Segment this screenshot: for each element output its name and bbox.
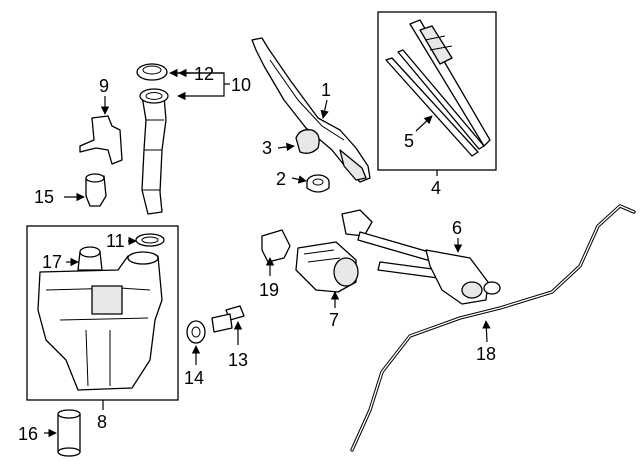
- washer-pump: [57, 409, 81, 457]
- wiper-arm: [251, 37, 371, 183]
- callout-13: 13: [228, 350, 248, 370]
- callout-4: 4: [431, 178, 441, 198]
- filler-cap: [136, 63, 168, 81]
- level-sensor: [85, 173, 107, 207]
- leader-lines: [44, 68, 491, 438]
- callout-9: 9: [99, 76, 109, 96]
- callout-2: 2: [276, 169, 286, 189]
- reservoir-grommet-11: [135, 233, 165, 247]
- callout-19: 19: [259, 280, 279, 300]
- callout-11: 11: [106, 231, 125, 251]
- callout-15: 15: [34, 187, 54, 207]
- callout-7: 7: [329, 310, 339, 330]
- pivot-cap: [295, 129, 320, 154]
- bracket: [79, 115, 123, 165]
- callout-6: 6: [452, 218, 462, 238]
- wiper-blade-assembly: [409, 19, 491, 147]
- bolt-13: [211, 305, 245, 333]
- wiper-blade-refill: [385, 49, 485, 157]
- harness-connector: [261, 229, 291, 263]
- callout-12: 12: [194, 64, 214, 84]
- wiper-linkage: [341, 209, 501, 305]
- callout-14: 14: [184, 368, 204, 388]
- callout-labels: 1 2 3 4 5 6 7 8 9 10 11 12 13 14 15 16 1…: [18, 64, 496, 444]
- callout-5: 5: [404, 131, 414, 151]
- callout-16: 16: [18, 424, 38, 444]
- filler-neck: [139, 88, 169, 215]
- wiper-motor: [295, 241, 359, 293]
- washer-reservoir: [37, 251, 163, 391]
- reservoir-grommet-17: [77, 246, 103, 271]
- callout-10: 10: [231, 75, 251, 95]
- callout-17: 17: [42, 252, 62, 272]
- callout-3: 3: [262, 138, 272, 158]
- callout-1: 1: [321, 80, 331, 100]
- grommet-14: [186, 320, 206, 344]
- callout-18: 18: [476, 344, 496, 364]
- callout-8: 8: [97, 412, 107, 432]
- pivot-nut: [306, 174, 330, 193]
